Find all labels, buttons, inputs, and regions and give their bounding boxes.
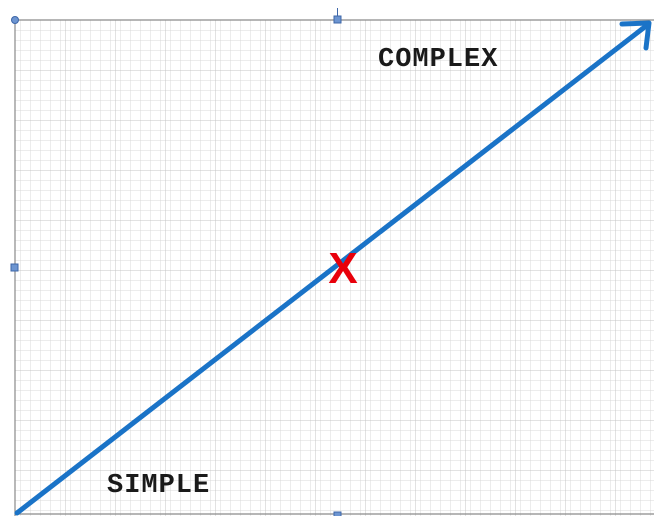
selection-handle-top-left[interactable] [11, 16, 19, 24]
arrow-shaft [14, 23, 649, 516]
arrow-head-icon [619, 20, 652, 51]
diagonal-arrow [14, 20, 652, 516]
selection-handle-bottom-middle[interactable] [333, 511, 342, 516]
label-complex: COMPLEX [378, 45, 498, 75]
label-simple: SIMPLE [107, 471, 210, 501]
selection-handle-top-middle[interactable] [333, 15, 342, 24]
center-x-mark: X [328, 244, 357, 293]
selection-handle-left-middle[interactable] [10, 263, 19, 272]
